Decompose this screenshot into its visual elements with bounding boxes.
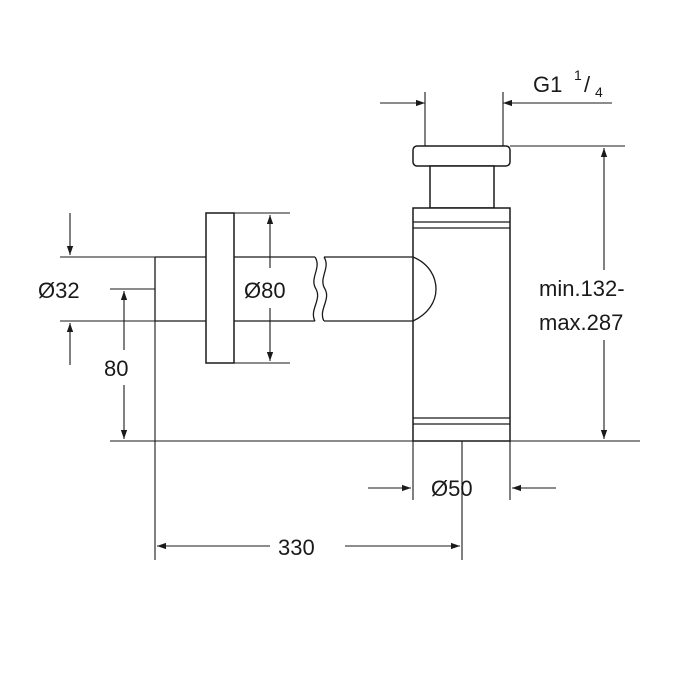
rosette-diameter-label: Ø80 <box>244 278 286 303</box>
pipe-diameter-label: Ø32 <box>38 278 80 303</box>
dimension-arrows <box>66 99 612 550</box>
wall-distance-label: 330 <box>278 535 315 560</box>
trap-body <box>412 207 511 442</box>
thread-fraction-num: 1 <box>574 67 582 83</box>
thread-fraction-den: 4 <box>595 84 603 100</box>
thread-label: G1 <box>533 72 562 97</box>
trap-neck <box>429 165 495 209</box>
height-range-line1: min.132- <box>539 276 625 301</box>
body-diameter-label: Ø50 <box>431 476 473 501</box>
outlet-height-label: 80 <box>104 356 128 381</box>
outlet-pipe <box>154 256 437 322</box>
bottle-trap <box>154 145 511 442</box>
extension-lines <box>60 92 640 560</box>
inlet-cap <box>412 145 511 167</box>
height-range-line2: max.287 <box>539 310 623 335</box>
thread-fraction-slash: / <box>584 72 591 97</box>
wall-rosette <box>205 212 235 364</box>
